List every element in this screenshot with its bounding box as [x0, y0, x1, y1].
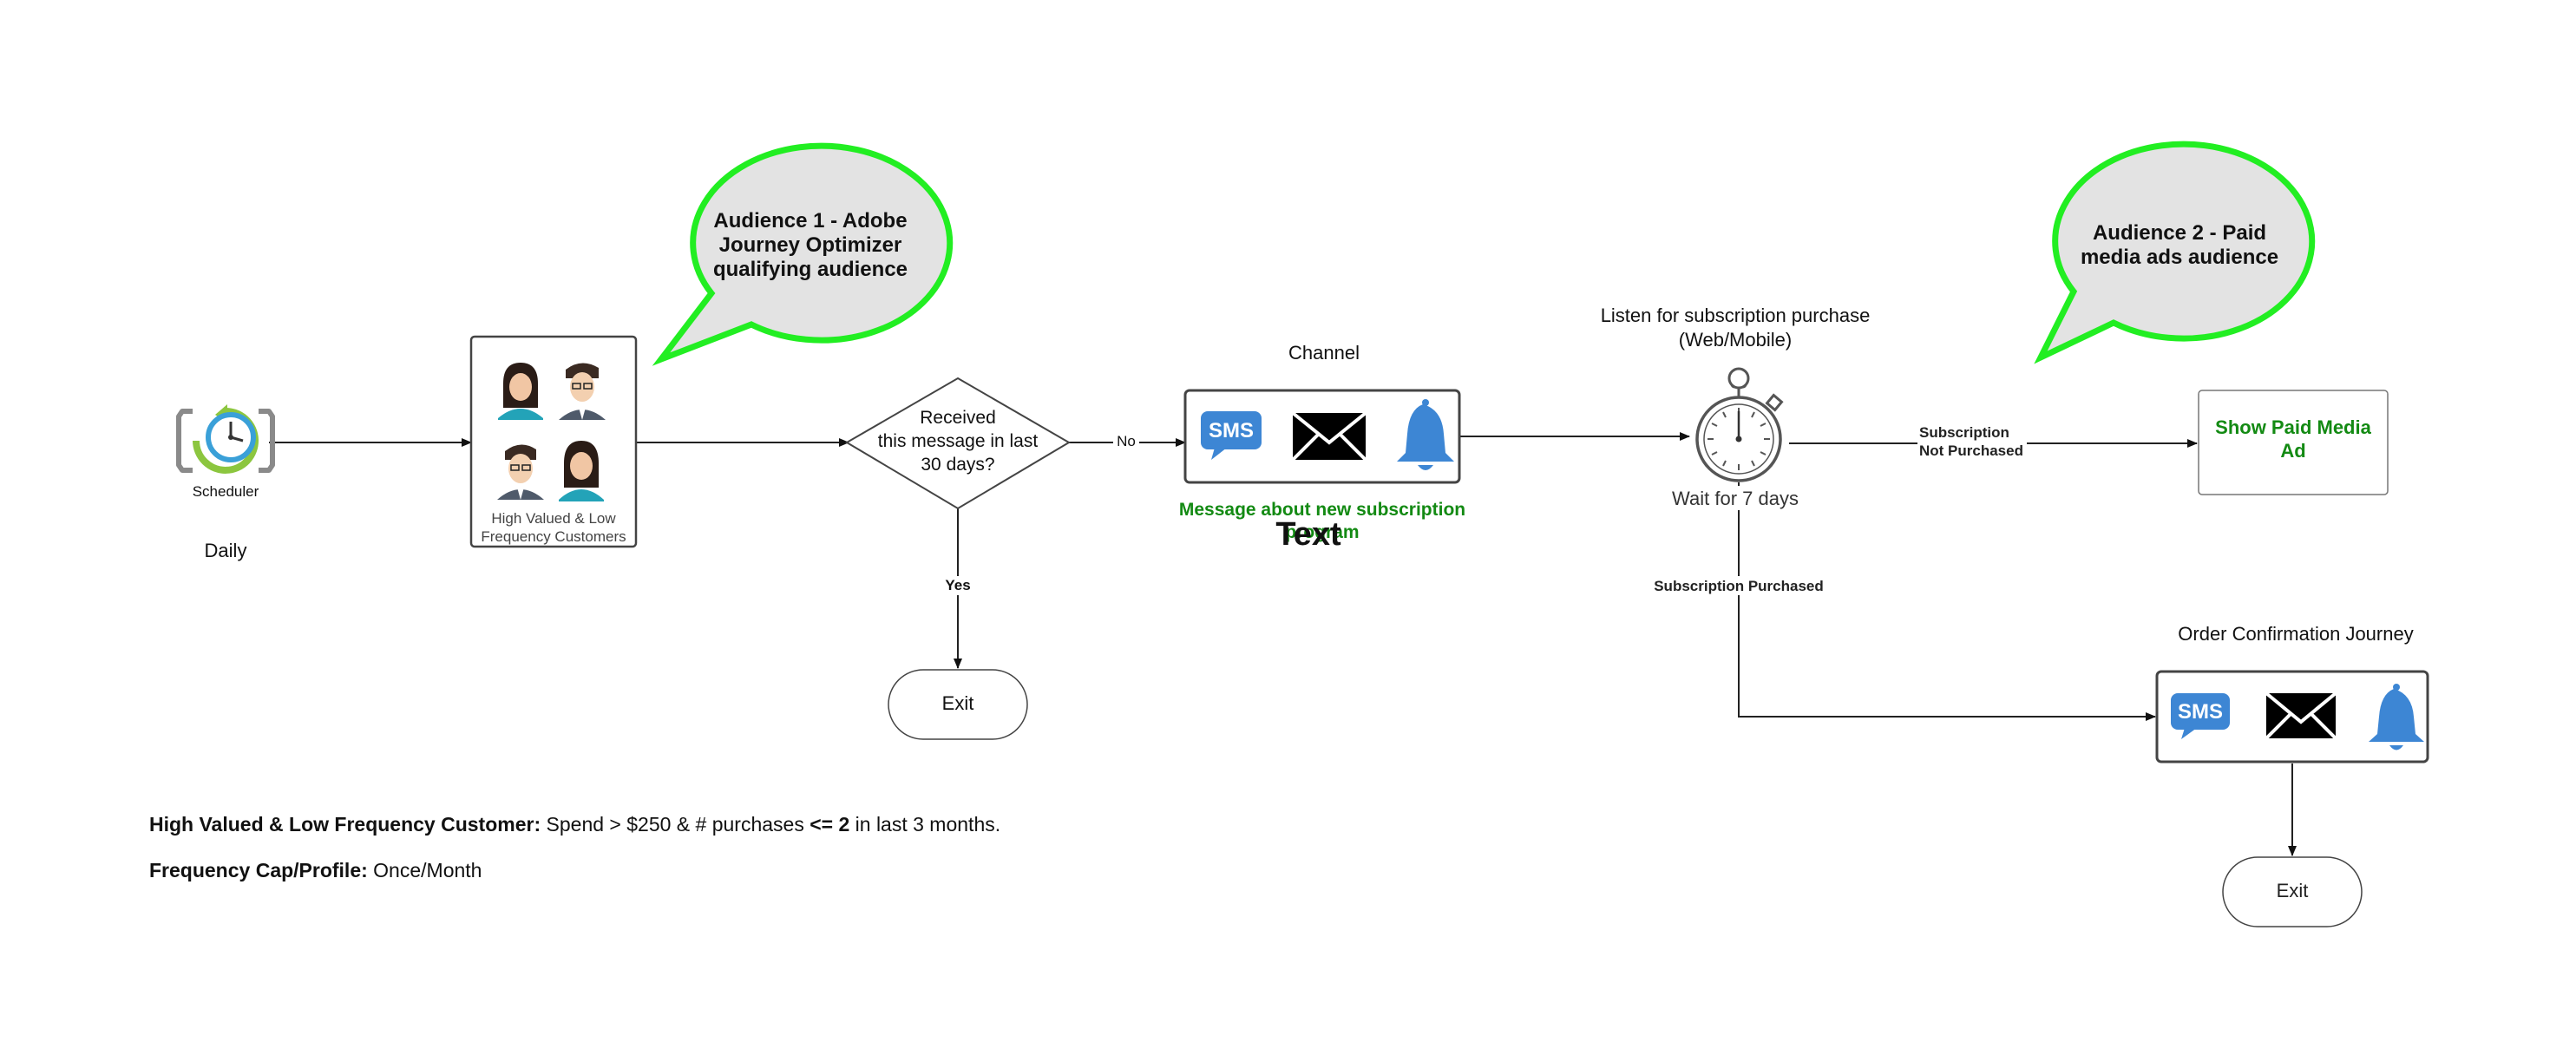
bell-icon [1397, 399, 1454, 470]
decision-diamond [845, 377, 1071, 510]
svg-text:SMS: SMS [2178, 700, 2223, 724]
scheduler-node[interactable]: Scheduler [176, 404, 275, 500]
sms-icon: SMS [1201, 411, 1262, 460]
email-icon [1291, 411, 1367, 462]
listen-line1: Listen for subscription purchase [1601, 305, 1871, 326]
decision-line3: 30 days? [921, 455, 994, 475]
order-confirmation-title: Order Confirmation Journey [2178, 623, 2413, 645]
edge-label-not-purchased-2: Not Purchased [1919, 442, 2023, 459]
scheduler-frequency: Daily [205, 540, 247, 561]
audience-label-2: Frequency Customers [481, 528, 626, 545]
paid-ad-box [2198, 390, 2389, 495]
decision-line2: this message in last [878, 431, 1039, 451]
decision-node[interactable]: Received this message in last 30 days? [845, 377, 1071, 510]
edge-label-no: No [1117, 433, 1136, 449]
listen-line2: (Web/Mobile) [1679, 329, 1792, 351]
people-group-icon [497, 363, 606, 501]
audience-1-callout-line1: Audience 1 - Adobe [713, 209, 907, 233]
edge-wait-to-order-confirmation [1738, 482, 2156, 721]
paid-ad-line2: Ad [2280, 440, 2305, 462]
edge-label-yes: Yes [945, 577, 970, 593]
clock-scheduler-icon [176, 404, 275, 474]
audience-2-callout-line1: Audience 2 - Paid [2093, 221, 2266, 245]
scheduler-label: Scheduler [193, 483, 259, 500]
channel-title: Channel [1288, 342, 1360, 364]
exit-node-2[interactable]: Exit [2222, 856, 2363, 927]
sms-icon: SMS [2171, 693, 2230, 739]
paid-ad-node[interactable]: Show Paid Media Ad [2198, 390, 2389, 495]
wait-label: Wait for 7 days [1672, 488, 1799, 509]
exit-1-label: Exit [942, 692, 974, 714]
audience-2-callout: Audience 2 - Paid media ads audience [2034, 141, 2316, 364]
audience-1-callout-line2: Journey Optimizer [719, 233, 902, 257]
channel-message-line1: Message about new subscription [1179, 500, 1465, 520]
audience-1-callout-line3: qualifying audience [713, 258, 908, 281]
audience-node[interactable]: High Valued & Low Frequency Customers [469, 335, 638, 548]
edge-label-purchased: Subscription Purchased [1654, 578, 1824, 594]
paid-ad-line1: Show Paid Media [2215, 416, 2371, 438]
edge-label-not-purchased-1: Subscription [1919, 424, 2009, 441]
channel-node[interactable]: SMS [1183, 389, 1461, 484]
note-customer-definition: High Valued & Low Frequency Customer: Sp… [149, 813, 1000, 836]
channel-overlay-text: Text [1275, 516, 1341, 553]
exit-2-shape [2222, 856, 2363, 927]
bell-icon [2369, 684, 2424, 750]
exit-node-1[interactable]: Exit [888, 669, 1028, 740]
order-confirmation-node[interactable]: SMS [2155, 670, 2429, 763]
channel-message-line2: program [1285, 522, 1359, 542]
decision-line1: Received [920, 408, 996, 428]
wait-node[interactable]: Wait for 7 days [1664, 367, 1813, 510]
exit-1-shape [888, 669, 1028, 740]
audience-2-callout-line2: media ads audience [2081, 246, 2278, 269]
audience-1-callout: Audience 1 - Adobe Journey Optimizer qua… [652, 142, 954, 366]
email-icon [2265, 691, 2337, 740]
svg-text:SMS: SMS [1209, 419, 1254, 442]
note-frequency-cap: Frequency Cap/Profile: Once/Month [149, 859, 482, 881]
stopwatch-icon [1695, 367, 1784, 482]
exit-2-label: Exit [2277, 880, 2309, 901]
audience-label-1: High Valued & Low [491, 510, 616, 527]
